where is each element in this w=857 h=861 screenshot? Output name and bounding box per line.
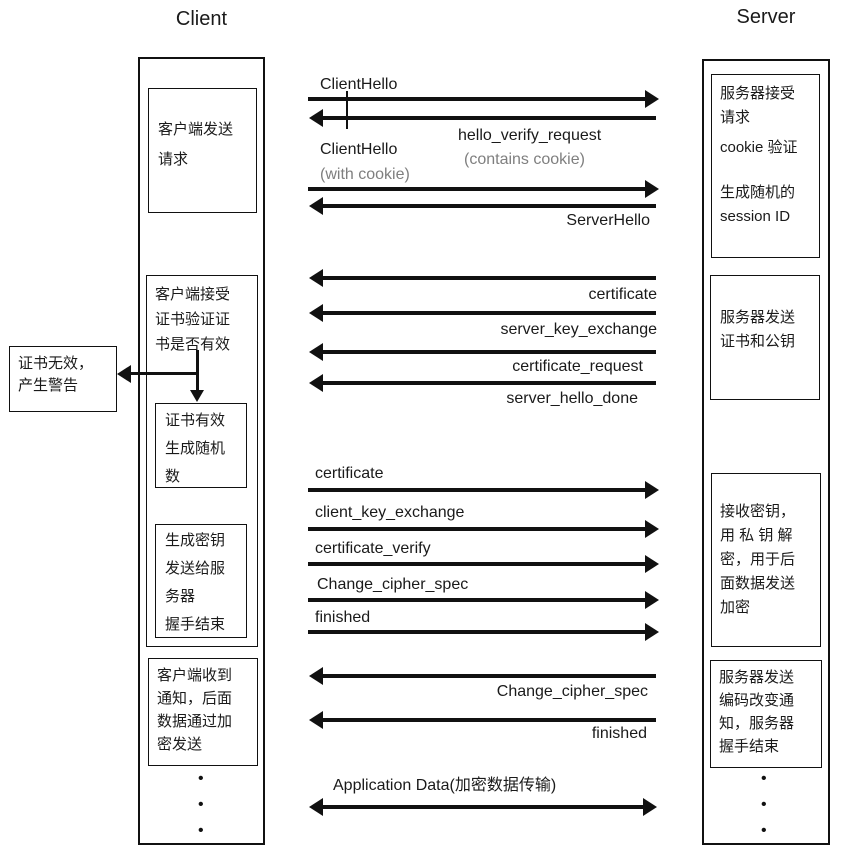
arrow-certificate-request	[309, 343, 656, 361]
server-accept-text: 服务器接受 请求	[720, 85, 796, 126]
server-recv-key-text: 接收密钥， 用 私 钥 解 密，用于后 面数据发送 加密	[720, 503, 796, 616]
message-note-with-cookie: (with cookie)	[320, 166, 410, 183]
client-ellipsis-dot: •	[198, 796, 204, 813]
client-ellipsis-dot: •	[198, 822, 204, 839]
message-label-certificate-c2s: certificate	[315, 465, 384, 482]
message-label-serverhello: ServerHello	[566, 212, 650, 229]
server-ellipsis-dot: •	[761, 796, 767, 813]
arrow-finished-c2s	[308, 623, 659, 641]
arrow-client-key-exchange	[308, 520, 659, 538]
cert-invalid-warning-text: 证书无效， 产生警告	[18, 355, 94, 394]
server-ellipsis-dot: •	[761, 770, 767, 787]
server-cookie-verify-text: cookie 验证	[720, 139, 798, 156]
message-label-finished-s2c: finished	[591, 725, 647, 742]
server-title: Server	[736, 6, 796, 28]
message-label-certificate-request: certificate_request	[512, 358, 643, 375]
message-label-application-data: Application Data(加密数据传输)	[333, 777, 557, 794]
message-label-change-cipher-spec-s2c: Change_cipher_spec	[496, 683, 648, 700]
branch-down-line	[196, 350, 199, 392]
message-label-clienthello-2: ClientHello	[320, 141, 398, 158]
client-verify-cert-text: 客户端接受 证书验证证 书是否有效	[155, 286, 231, 353]
flight-separator-tick	[346, 91, 348, 129]
arrow-certificate-verify	[308, 555, 659, 573]
client-notified-box: 客户端收到 通知，后面 数据通过加 密发送	[148, 658, 258, 766]
server-ellipsis-dot: •	[761, 822, 767, 839]
message-label-certificate-verify: certificate_verify	[315, 540, 431, 557]
server-change-notice-text: 服务器发送 编码改变通 知，服务器 握手结束	[719, 669, 795, 755]
arrow-certificate-s2c	[309, 269, 656, 287]
cert-invalid-warning-box: 证书无效， 产生警告	[9, 346, 117, 412]
message-label-finished-c2s: finished	[315, 609, 371, 626]
message-note-contains-cookie: (contains cookie)	[464, 151, 585, 168]
server-send-cert-text: 服务器发送 证书和公钥	[720, 309, 796, 350]
arrow-server-key-exchange	[309, 304, 656, 322]
message-label-server-hello-done: server_hello_done	[506, 390, 638, 407]
arrow-serverhello	[309, 197, 656, 215]
arrow-certificate-c2s	[308, 481, 659, 499]
client-notified-text: 客户端收到 通知，后面 数据通过加 密发送	[157, 667, 233, 753]
arrow-change-cipher-spec-s2c	[309, 667, 656, 685]
client-ellipsis-dot: •	[198, 770, 204, 787]
server-session-id-text: 生成随机的 session ID	[720, 184, 796, 225]
gen-key-box: 生成密钥 发送给服 务器 握手结束	[155, 524, 247, 638]
branch-to-warning-arrow	[117, 365, 197, 383]
client-title: Client	[175, 8, 228, 30]
arrow-server-hello-done	[309, 374, 656, 392]
server-recv-key-box: 接收密钥， 用 私 钥 解 密，用于后 面数据发送 加密	[711, 473, 821, 647]
message-label-hello-verify-request: hello_verify_request	[458, 127, 602, 144]
server-send-cert-box: 服务器发送 证书和公钥	[710, 275, 820, 400]
arrow-clienthello-with-cookie	[308, 180, 659, 198]
server-change-notice-box: 服务器发送 编码改变通 知，服务器 握手结束	[710, 660, 822, 768]
arrow-finished-s2c	[309, 711, 656, 729]
arrow-change-cipher-spec-c2s	[308, 591, 659, 609]
message-label-server-key-exchange: server_key_exchange	[500, 321, 657, 338]
client-send-request-text: 客户端发送 请求	[158, 121, 234, 168]
arrow-clienthello	[308, 90, 659, 108]
message-label-client-key-exchange: client_key_exchange	[315, 504, 465, 521]
client-send-request-box: 客户端发送 请求	[148, 88, 257, 213]
message-label-certificate-s2c: certificate	[588, 286, 657, 303]
gen-key-text: 生成密钥 发送给服 务器 握手结束	[165, 532, 226, 633]
arrow-hello-verify-request	[309, 109, 656, 127]
cert-valid-box: 证书有效 生成随机 数	[155, 403, 247, 488]
branch-down-arrowhead-icon	[190, 390, 204, 402]
message-label-clienthello: ClientHello	[320, 76, 398, 93]
arrow-application-data	[309, 798, 657, 816]
server-accept-box: 服务器接受 请求 cookie 验证 生成随机的 session ID	[711, 74, 820, 258]
message-label-change-cipher-spec-c2s: Change_cipher_spec	[317, 576, 469, 593]
cert-valid-text: 证书有效 生成随机 数	[165, 412, 226, 485]
